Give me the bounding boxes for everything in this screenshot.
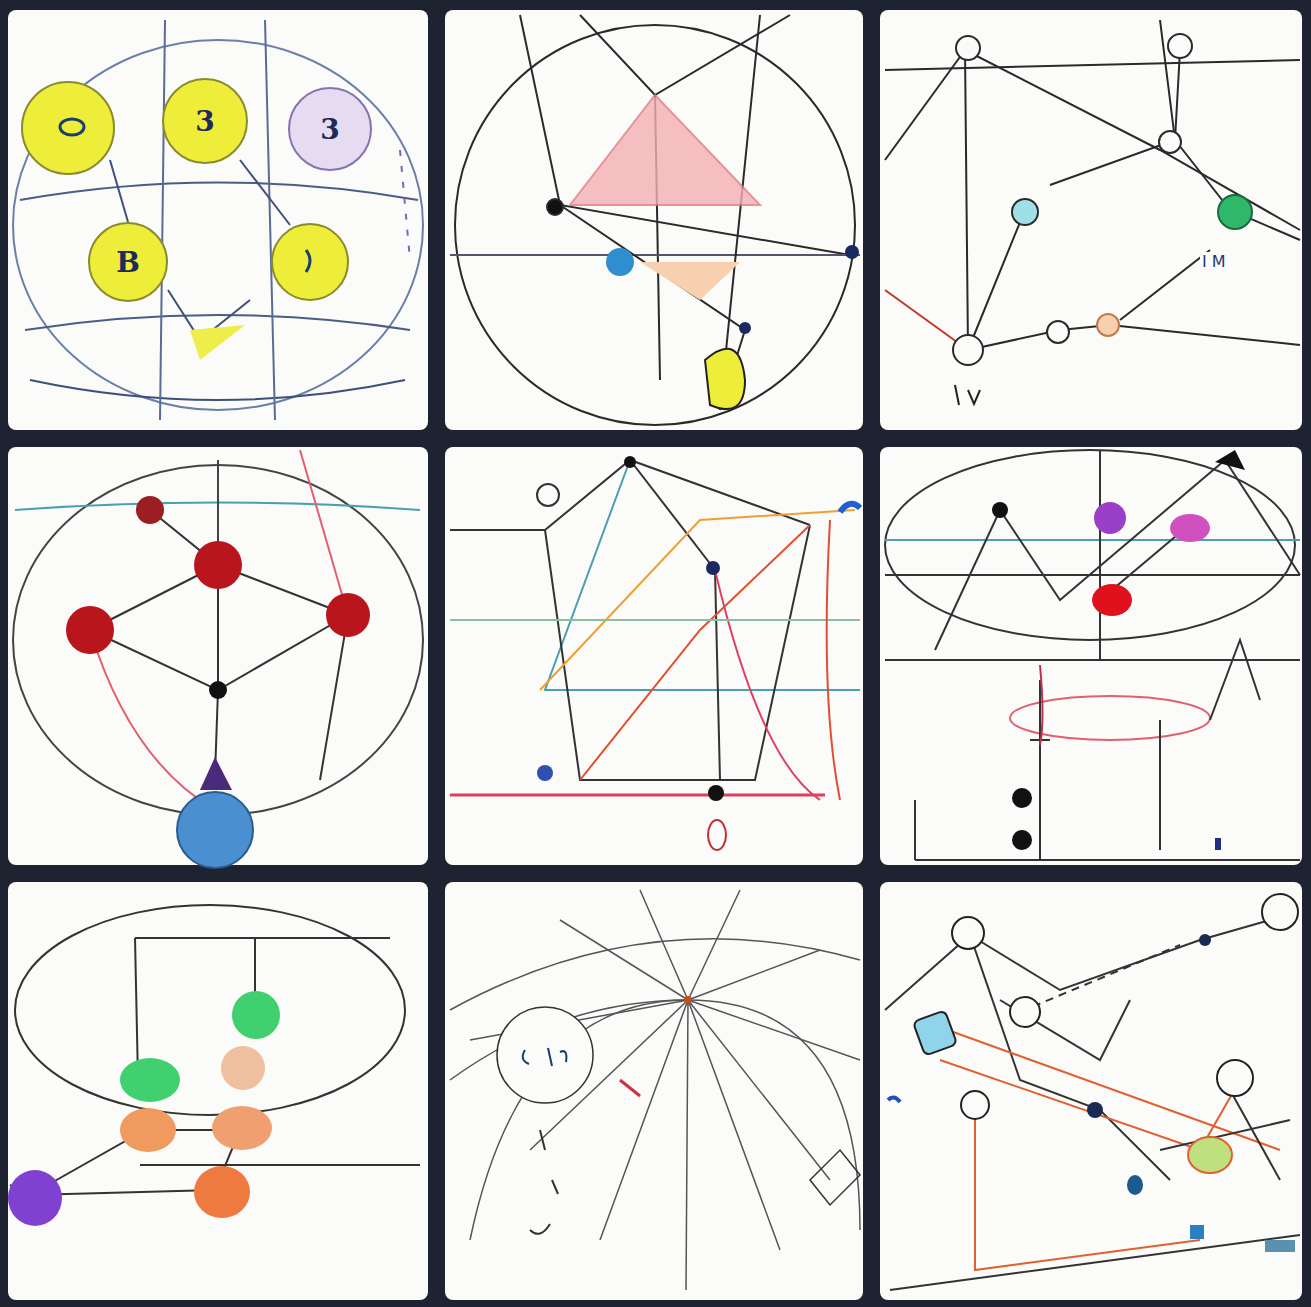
panel-two-sketch [450,15,860,425]
circle-node: B [88,222,168,302]
panel-four-sketch [13,450,423,868]
circle-node: 3 [162,78,248,164]
panel-three-sketch [885,20,1300,405]
node-text: B [116,246,140,279]
panel-seven-sketch [8,905,420,1226]
node-text: 3 [195,105,214,138]
panel-five-sketch [450,456,860,850]
scribble-label: I M [1200,252,1228,271]
panel-grounds [8,10,1302,1300]
circle-node: 3 [288,87,372,171]
panel-one-sketch [13,20,423,420]
panel-six-sketch [885,450,1300,860]
node-text: 3 [320,113,339,146]
panel-nine-sketch [885,894,1300,1290]
panel-eight-sketch [450,890,860,1290]
